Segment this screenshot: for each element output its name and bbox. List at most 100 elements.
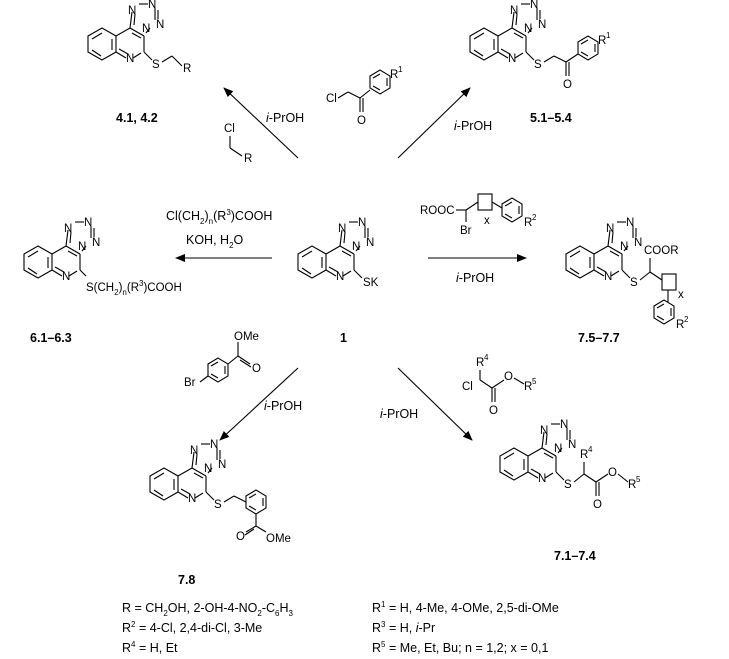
atom-n: N bbox=[188, 493, 196, 505]
atom-r2-sup: 2 bbox=[684, 315, 689, 324]
substituent-legend: R = CH2OH, 2-OH-4-NO2-C6H3 R2 = 4-Cl, 2,… bbox=[122, 600, 559, 655]
atom-n: N bbox=[560, 419, 568, 431]
atom-n: N bbox=[538, 19, 546, 31]
atom-o: O bbox=[563, 79, 572, 91]
atom-n: N bbox=[524, 23, 532, 35]
atom-n: N bbox=[204, 463, 212, 475]
legend-r: R = CH2OH, 2-OH-4-NO2-C6H3 bbox=[122, 601, 294, 618]
atom-r1-sup: 1 bbox=[398, 65, 403, 74]
atom-sk: SK bbox=[363, 277, 379, 289]
atom-r5-sup: 5 bbox=[636, 475, 641, 484]
atom-r4: R bbox=[476, 357, 484, 369]
atom-cl: Cl bbox=[326, 93, 337, 105]
compound-label-5: 5.1–5.4 bbox=[530, 111, 572, 125]
reagent-cl-acid: Cl(CH2)n(R3)COOH bbox=[166, 208, 272, 226]
atom-n: N bbox=[128, 5, 136, 17]
arrow-to-7-8 bbox=[219, 367, 299, 441]
atom-o: O bbox=[593, 499, 602, 511]
atom-n: N bbox=[530, 0, 538, 11]
legend-r2: R2 = 4-Cl, 2,4-di-Cl, 3-Me bbox=[122, 620, 262, 635]
atom-ome: OMe bbox=[266, 533, 291, 545]
atom-n-t2: N bbox=[358, 217, 366, 229]
atom-n: N bbox=[620, 241, 628, 253]
atom-n: N bbox=[508, 53, 516, 65]
compound-4-structure: N N N N N S R bbox=[87, 0, 191, 75]
atom-n: N bbox=[190, 445, 198, 457]
atom-n: N bbox=[554, 443, 562, 455]
legend-r3: R3 = H, i-Pr bbox=[372, 620, 435, 635]
atom-o: O bbox=[608, 467, 617, 479]
atom-s: S bbox=[152, 59, 160, 71]
atom-coor: COOR bbox=[644, 245, 679, 257]
atom-r4: R bbox=[580, 449, 588, 461]
atom-n: N bbox=[568, 439, 576, 451]
reagent-iproh-7-1: i-PrOH bbox=[380, 407, 418, 421]
atom-n: N bbox=[84, 217, 92, 229]
compound-label-6: 6.1–6.3 bbox=[30, 331, 72, 345]
atom-r1: R bbox=[598, 35, 606, 47]
compound-7-1-structure: N N N N N S R 4 O O R 5 bbox=[499, 419, 641, 511]
atom-br: Br bbox=[460, 225, 472, 237]
compound-label-7-8: 7.8 bbox=[178, 573, 195, 587]
atom-n: N bbox=[540, 425, 548, 437]
atom-s: S bbox=[564, 479, 572, 491]
atom-ome: OMe bbox=[234, 331, 259, 343]
atom-r5: R bbox=[628, 479, 636, 491]
atom-n: N bbox=[538, 473, 546, 485]
compound-7-8-structure: N N N N N S O OMe bbox=[149, 439, 291, 545]
legend-r5: R5 = Me, Et, Bu; n = 1,2; x = 0,1 bbox=[372, 640, 548, 655]
atom-n: N bbox=[142, 23, 150, 35]
atom-r: R bbox=[244, 153, 252, 165]
atom-o: O bbox=[236, 531, 245, 543]
compound-label-7-5: 7.5–7.7 bbox=[578, 331, 620, 345]
atom-s: S bbox=[630, 277, 638, 289]
atom-n-t3: N bbox=[366, 237, 374, 249]
atom-cl: Cl bbox=[224, 123, 235, 135]
reagent-chloroalkyl: Cl R bbox=[224, 123, 252, 165]
reagent-iproh-5: i-PrOH bbox=[454, 119, 492, 133]
reagent-koh: KOH, H2O bbox=[186, 233, 244, 250]
atom-r: R bbox=[183, 63, 191, 75]
atom-r5: R bbox=[524, 381, 532, 393]
atom-o: O bbox=[504, 371, 513, 383]
atom-n: N bbox=[92, 237, 100, 249]
compound-label-4: 4.1, 4.2 bbox=[116, 111, 158, 125]
reagent-iproh-4: i-PrOH bbox=[266, 111, 304, 125]
atom-o: O bbox=[252, 363, 261, 375]
compound-6-structure: N N N N N bbox=[23, 217, 100, 283]
atom-o: O bbox=[357, 115, 366, 127]
atom-r5-sup: 5 bbox=[532, 377, 537, 386]
compound-label-1: 1 bbox=[340, 331, 347, 345]
compound-5-structure: N N N N N S O R 1 bbox=[469, 0, 611, 91]
atom-n4: N bbox=[352, 241, 360, 253]
reagent-iproh-7-5: i-PrOH bbox=[456, 271, 494, 285]
atom-n: N bbox=[218, 459, 226, 471]
atom-r2: R bbox=[524, 217, 532, 229]
atom-n: N bbox=[510, 5, 518, 17]
atom-s: S bbox=[534, 59, 542, 71]
chain-acid-substituent: S(CH2)n(R3)COOH bbox=[86, 279, 182, 297]
atom-cl: Cl bbox=[462, 381, 473, 393]
atom-r1: R bbox=[390, 69, 398, 81]
reagent-bromoester: ROOC Br x R 2 bbox=[420, 193, 537, 237]
reagent-chloroester: R 4 Cl O O R 5 bbox=[462, 353, 537, 417]
arrow-to-5 bbox=[397, 87, 471, 159]
legend-r1: R1 = H, 4-Me, 4-OMe, 2,5-di-OMe bbox=[372, 600, 559, 615]
atom-o: O bbox=[489, 405, 498, 417]
legend-r4: R4 = H, Et bbox=[122, 640, 178, 655]
reagent-iproh-7-8: i-PrOH bbox=[264, 399, 302, 413]
reagent-bromomethylbenzoate: Br OMe O bbox=[184, 331, 261, 389]
atom-r2: R bbox=[676, 319, 684, 331]
atom-n: N bbox=[210, 439, 218, 451]
atom-n: N bbox=[156, 19, 164, 31]
atom-r2-sup: 2 bbox=[532, 213, 537, 222]
atom-x: x bbox=[484, 215, 490, 227]
atom-r1-sup: 1 bbox=[606, 31, 611, 40]
arrow-to-7-1 bbox=[397, 367, 473, 441]
atom-n: N bbox=[62, 271, 70, 283]
reagent-chloroacetophenone: Cl O R 1 bbox=[326, 65, 403, 127]
atom-rooc: ROOC bbox=[420, 205, 455, 217]
arrow-to-4 bbox=[223, 87, 299, 159]
compound-label-7-1: 7.1–7.4 bbox=[554, 549, 596, 563]
